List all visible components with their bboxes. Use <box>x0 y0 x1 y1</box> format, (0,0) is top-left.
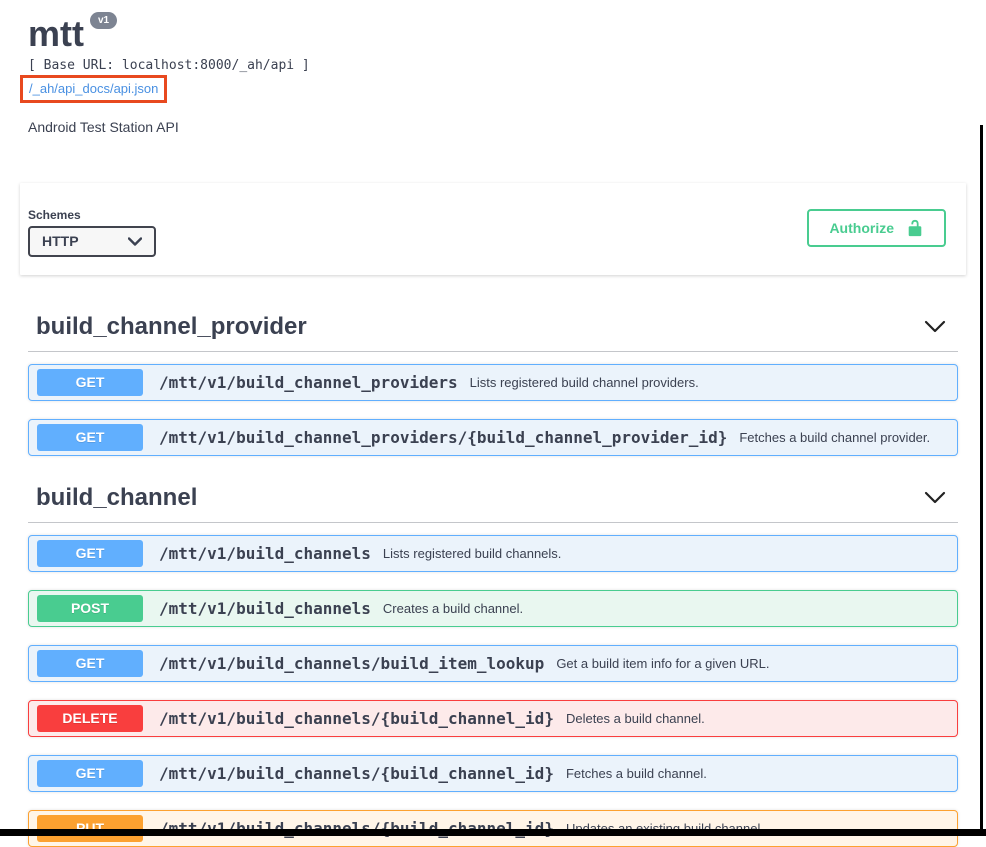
method-badge: DELETE <box>37 704 143 732</box>
unlocked-padlock-icon <box>906 219 924 237</box>
api-info: mtt v1 [ Base URL: localhost:8000/_ah/api… <box>0 0 986 135</box>
endpoint-description: Deletes a build channel. <box>565 710 705 726</box>
endpoint-description: Creates a build channel. <box>382 600 524 616</box>
chevron-down-icon <box>924 491 946 504</box>
endpoint-path: /mtt/v1/build_channels/build_item_lookup <box>159 653 545 673</box>
endpoint-description: Get a build item info for a given URL. <box>556 655 770 671</box>
chevron-down-icon <box>128 236 142 246</box>
api-description: Android Test Station API <box>28 118 179 135</box>
api-sections: build_channel_provider GET /mtt/v1/build… <box>0 275 986 847</box>
api-section: build_channel GET /mtt/v1/build_channels… <box>28 474 958 847</box>
endpoint-row[interactable]: GET /mtt/v1/build_channels Lists registe… <box>28 534 958 572</box>
endpoint-path: /mtt/v1/build_channel_providers <box>159 372 458 392</box>
page-title: mtt v1 <box>28 12 986 54</box>
authorize-button[interactable]: Authorize <box>807 208 946 247</box>
method-badge: POST <box>37 594 143 622</box>
endpoint-path: /mtt/v1/build_channels <box>159 598 371 618</box>
endpoint-list: GET /mtt/v1/build_channel_providers List… <box>28 355 958 456</box>
authorize-label: Authorize <box>829 219 894 236</box>
endpoint-description: Fetches a build channel. <box>565 765 707 781</box>
endpoint-path: /mtt/v1/build_channel_providers/{build_c… <box>159 427 728 447</box>
endpoint-path: /mtt/v1/build_channels/{build_channel_id… <box>159 708 554 728</box>
endpoint-list: GET /mtt/v1/build_channels Lists registe… <box>28 526 958 847</box>
spec-json-link[interactable]: /_ah/api_docs/api.json <box>29 80 159 96</box>
method-badge: GET <box>37 423 143 451</box>
version-badge: v1 <box>90 12 118 29</box>
annotation-highlight-box: /_ah/api_docs/api.json <box>20 74 168 103</box>
endpoint-path: /mtt/v1/build_channels <box>159 543 371 563</box>
scheme-select[interactable]: HTTP <box>28 225 156 257</box>
scheme-container: Schemes HTTP Authorize <box>20 182 966 275</box>
section-title: build_channel_provider <box>36 312 307 340</box>
window-border-bottom <box>0 829 986 836</box>
chevron-down-icon <box>924 320 946 333</box>
method-badge: GET <box>37 649 143 677</box>
endpoint-row[interactable]: POST /mtt/v1/build_channels Creates a bu… <box>28 589 958 627</box>
endpoint-description: Fetches a build channel provider. <box>739 429 931 445</box>
endpoint-description: Lists registered build channel providers… <box>469 374 699 390</box>
section-title: build_channel <box>36 483 198 511</box>
api-section: build_channel_provider GET /mtt/v1/build… <box>28 303 958 456</box>
method-badge: GET <box>37 759 143 787</box>
schemes-label: Schemes <box>28 207 81 222</box>
endpoint-row[interactable]: GET /mtt/v1/build_channels/build_item_lo… <box>28 644 958 682</box>
scheme-select-value: HTTP <box>42 233 79 250</box>
endpoint-path: /mtt/v1/build_channels/{build_channel_id… <box>159 763 554 783</box>
api-title-text: mtt <box>28 13 84 54</box>
method-badge: GET <box>37 539 143 567</box>
endpoint-description: Lists registered build channels. <box>382 545 562 561</box>
method-badge: GET <box>37 368 143 396</box>
base-url: [ Base URL: localhost:8000/_ah/api ] <box>28 57 310 73</box>
endpoint-row[interactable]: DELETE /mtt/v1/build_channels/{build_cha… <box>28 699 958 737</box>
endpoint-row[interactable]: GET /mtt/v1/build_channel_providers/{bui… <box>28 418 958 456</box>
window-border-right <box>980 125 983 836</box>
endpoint-row[interactable]: GET /mtt/v1/build_channel_providers List… <box>28 363 958 401</box>
section-header[interactable]: build_channel <box>28 474 958 523</box>
endpoint-row[interactable]: GET /mtt/v1/build_channels/{build_channe… <box>28 754 958 792</box>
section-header[interactable]: build_channel_provider <box>28 303 958 352</box>
